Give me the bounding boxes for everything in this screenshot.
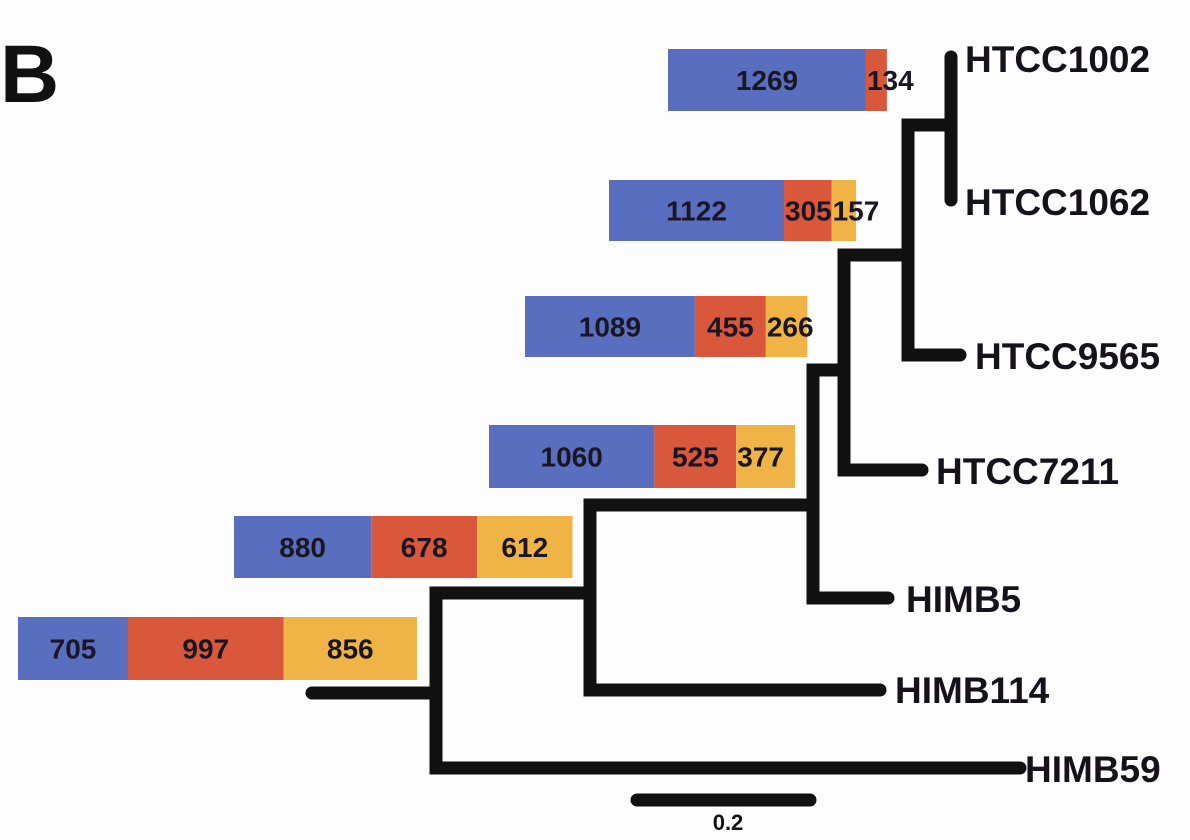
bar-value-label: 1060 (541, 442, 603, 473)
panel-label: B (0, 29, 59, 120)
branch-root-split (429, 586, 1027, 775)
bar-segment (127, 617, 284, 680)
bar-segment (784, 180, 832, 241)
bar-segment (668, 49, 866, 111)
bar-segment (736, 425, 796, 488)
scale-bar: 0.2 (630, 793, 817, 835)
leaf-label-himb59: HIMB59 (1025, 749, 1161, 790)
bar-segment (865, 49, 887, 111)
bar-segment (525, 296, 695, 357)
scale-bar-label: 0.2 (713, 810, 744, 835)
bar-value-label: 856 (327, 634, 374, 665)
branch-htcc7211-split (837, 248, 929, 477)
bar-value-label: 1089 (579, 312, 641, 343)
bar-segment (371, 516, 478, 578)
node-bar-4: 1060 525 377 (489, 425, 796, 488)
node-bar-1: 1269 134 (668, 49, 914, 111)
bar-segment (18, 617, 128, 680)
bar-value-label: 997 (182, 634, 229, 665)
bar-value-label: 880 (279, 532, 326, 563)
bar-value-label: 612 (501, 532, 548, 563)
bar-segment (477, 516, 573, 578)
bar-value-label: 266 (767, 312, 814, 343)
bar-value-label: 1122 (666, 196, 727, 227)
bar-value-label: 377 (737, 442, 784, 473)
leaf-label-htcc1002: HTCC1002 (965, 39, 1150, 80)
bar-segment (654, 425, 737, 488)
bar-value-label: 157 (833, 196, 880, 227)
bar-value-label: 678 (401, 532, 448, 563)
branch-htcc9565-split (901, 118, 967, 362)
leaf-label-htcc7211: HTCC7211 (936, 451, 1119, 492)
bar-segment (694, 296, 766, 357)
leaf-label-himb114: HIMB114 (895, 670, 1050, 711)
leaf-labels: HTCC1002 HTCC1062 HTCC9565 HTCC7211 HIMB… (895, 39, 1161, 790)
leaf-label-htcc1062: HTCC1062 (965, 182, 1150, 223)
bar-segment (234, 516, 372, 578)
bar-segment (765, 296, 808, 357)
bar-segment (831, 180, 857, 241)
bar-segment (609, 180, 785, 241)
bar-segment (283, 617, 418, 680)
bar-value-label: 705 (50, 634, 97, 665)
tree-branches (305, 50, 1027, 775)
branch-himb114-split (583, 498, 887, 697)
bar-segment (489, 425, 655, 488)
branch-himb5-split (806, 363, 895, 605)
bar-value-label: 455 (707, 312, 754, 343)
leaf-label-himb5: HIMB5 (906, 579, 1021, 620)
bar-value-label: 525 (672, 442, 719, 473)
bar-value-label: 1269 (736, 65, 798, 96)
node-bar-5: 880 678 612 (234, 516, 573, 578)
leaf-label-htcc9565: HTCC9565 (975, 336, 1160, 377)
bar-value-label: 134 (867, 65, 914, 96)
node-bar-3: 1089 455 266 (525, 296, 814, 357)
bar-value-label: 305 (785, 196, 832, 227)
node-bar-6: 705 997 856 (18, 617, 418, 680)
